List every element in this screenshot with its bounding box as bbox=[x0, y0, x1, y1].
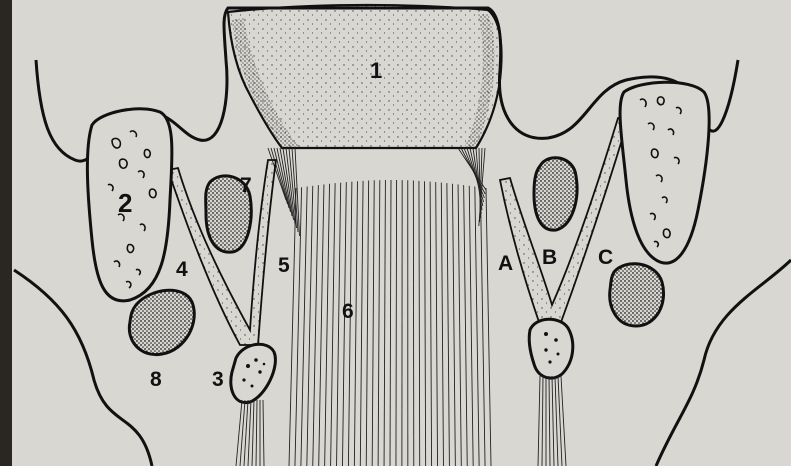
structure-6-fibers bbox=[289, 180, 491, 466]
label-6: 6 bbox=[342, 300, 354, 323]
right-small-bone bbox=[529, 319, 573, 378]
label-7: 7 bbox=[240, 174, 252, 197]
label-4: 4 bbox=[176, 258, 188, 281]
label-5: 5 bbox=[278, 254, 290, 277]
label-1: 1 bbox=[370, 58, 382, 83]
lower-fibers bbox=[236, 376, 566, 466]
label-2: 2 bbox=[118, 188, 132, 218]
label-c: C bbox=[598, 246, 613, 269]
right-lower-blob bbox=[610, 264, 664, 326]
right-fan-ligament bbox=[458, 148, 486, 226]
right-lower-contour bbox=[656, 260, 791, 466]
structure-8-blob bbox=[129, 290, 194, 354]
label-b: B bbox=[542, 246, 557, 269]
label-8: 8 bbox=[150, 368, 162, 391]
label-3: 3 bbox=[212, 368, 224, 391]
label-a: A bbox=[498, 252, 513, 275]
structure-b-oval bbox=[534, 158, 577, 230]
structure-3-small-bone bbox=[231, 344, 276, 402]
